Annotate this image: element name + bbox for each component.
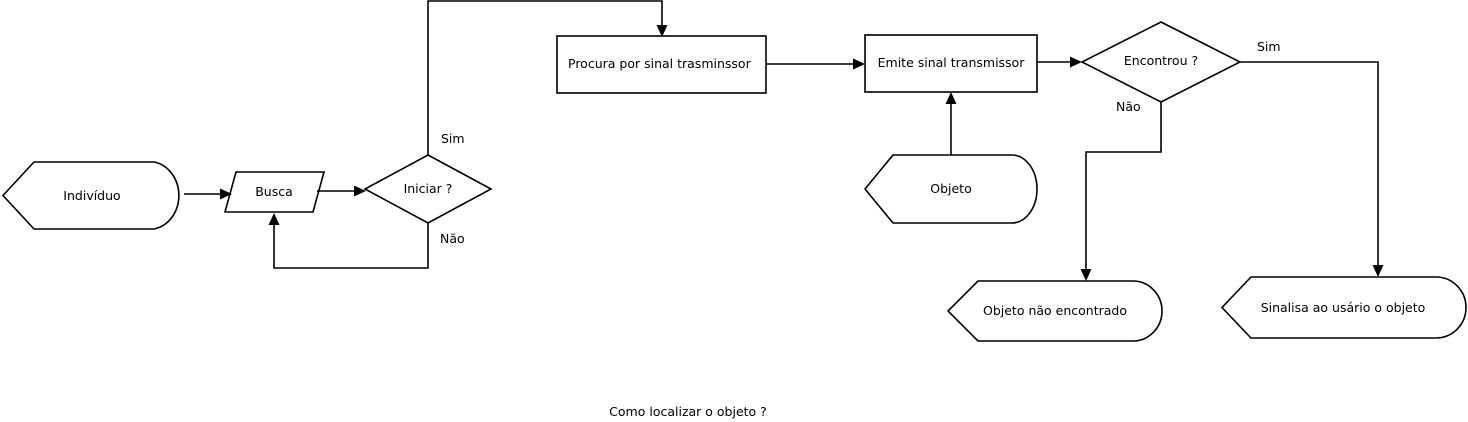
arrowhead-iniciar — [354, 185, 366, 197]
nao-encontrado-label: Objeto não encontrado — [983, 303, 1127, 318]
arrowhead-emite — [853, 58, 865, 70]
arrowhead-sinalisa — [1372, 265, 1384, 277]
arrowhead-nao-encontrado — [1080, 269, 1092, 281]
edge-iniciar-nao-busca — [273, 223, 429, 269]
objeto-label: Objeto — [930, 181, 972, 196]
encontrou-sim-label: Sim — [1257, 39, 1281, 54]
edge-encontrou-sim-sinalisa — [1240, 61, 1379, 265]
individuo-label: Indivíduo — [63, 188, 120, 203]
busca-label: Busca — [255, 184, 293, 199]
iniciar-label: Iniciar ? — [404, 181, 453, 196]
arrowhead-procura — [656, 25, 668, 37]
arrowhead-encontrou — [1070, 56, 1082, 68]
objeto-display-shape — [863, 154, 1038, 224]
edge-iniciar-sim-procura — [427, 0, 663, 155]
nao-encontrado-display-shape — [946, 280, 1163, 342]
edge-encontrou-nao-nao-encontrado — [1085, 102, 1162, 269]
iniciar-sim-label: Sim — [441, 131, 465, 146]
arrowhead-emite-from-objeto — [945, 92, 957, 104]
busca-io-shape — [223, 171, 326, 213]
arrowhead-busca — [220, 188, 232, 200]
emite-label: Emite sinal transmissor — [878, 55, 1026, 70]
individuo-display-shape — [1, 161, 180, 230]
arrowhead-busca-return — [268, 213, 280, 225]
iniciar-nao-label: Não — [440, 231, 465, 246]
diagram-caption: Como localizar o objeto ? — [609, 404, 767, 419]
procura-process-shape — [556, 35, 767, 94]
encontrou-nao-label: Não — [1116, 99, 1141, 114]
encontrou-label: Encontrou ? — [1124, 53, 1198, 68]
sinalisa-label: Sinalisa ao usário o objeto — [1261, 300, 1426, 315]
sinalisa-display-shape — [1220, 276, 1467, 339]
procura-label: Procura por sinal trasminssor — [568, 56, 752, 71]
